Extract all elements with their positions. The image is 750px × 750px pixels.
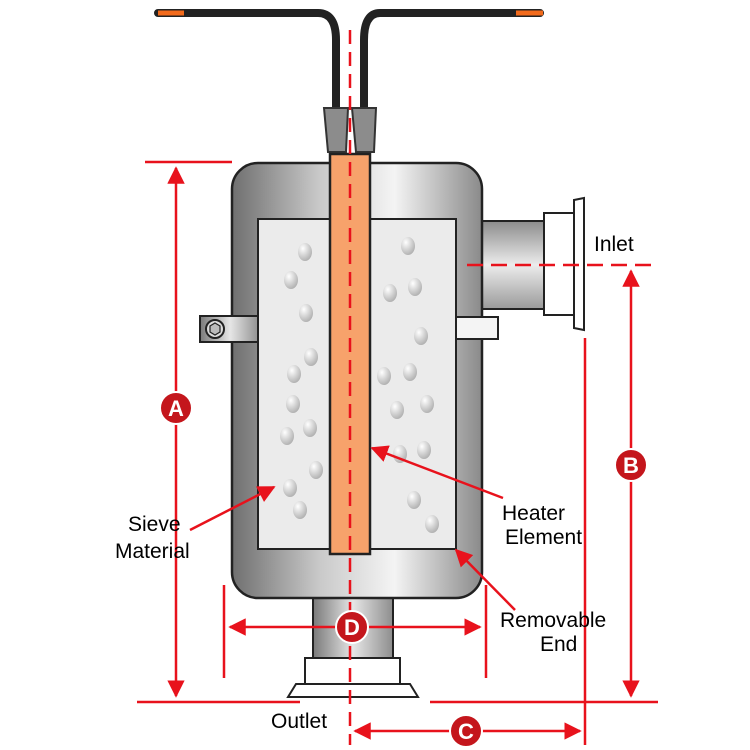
sieve-pellet: [280, 427, 294, 445]
dimension-b: B: [614, 269, 648, 698]
sieve-pellet: [408, 278, 422, 296]
sieve-pellet: [283, 479, 297, 497]
sieve-pellet: [401, 237, 415, 255]
sieve-label-line1: Sieve: [128, 513, 181, 536]
sieve-pellet: [304, 348, 318, 366]
sieve-pellet: [298, 243, 312, 261]
heater-label-line1: Heater: [502, 502, 565, 525]
left-clamp: [199, 315, 261, 343]
removable-label-line2: End: [540, 633, 577, 656]
sieve-pellet: [390, 401, 404, 419]
outlet-label: Outlet: [271, 710, 327, 733]
sieve-pellet: [284, 271, 298, 289]
sieve-pellet: [286, 395, 300, 413]
inlet-label: Inlet: [594, 233, 634, 256]
sieve-pellets: [280, 237, 439, 533]
dimension-a: A: [159, 166, 193, 698]
dimension-b-label: B: [623, 453, 639, 478]
sieve-label-line2: Material: [115, 540, 190, 563]
wire-boot-right: [350, 107, 378, 153]
sieve-pellet: [420, 395, 434, 413]
sieve-pellet: [299, 304, 313, 322]
sieve-pellet: [309, 461, 323, 479]
extension-lines: [137, 160, 658, 745]
sieve-pellet: [377, 367, 391, 385]
wire-boot-left: [322, 107, 350, 153]
dimension-c: C: [353, 714, 582, 748]
heater-label-line2: Element: [505, 526, 582, 549]
callout-arrows: [189, 445, 516, 611]
dimension-c-label: C: [458, 719, 474, 744]
sieve-pellet: [414, 327, 428, 345]
power-wires: [154, 9, 544, 153]
sieve-pellet: [383, 284, 397, 302]
sieve-pellet: [407, 491, 421, 509]
dimension-d: D: [228, 610, 482, 644]
sieve-pellet: [417, 441, 431, 459]
sieve-pellet: [403, 363, 417, 381]
dimension-a-label: A: [168, 396, 184, 421]
sieve-pellet: [425, 515, 439, 533]
sieve-pellet: [293, 501, 307, 519]
removable-label-line1: Removable: [500, 609, 606, 632]
removable-callout-arrow: [454, 548, 516, 611]
right-tab: [455, 316, 499, 340]
sieve-pellet: [303, 419, 317, 437]
sieve-callout-arrow: [189, 485, 276, 532]
dimension-d-label: D: [344, 615, 360, 640]
sieve-pellet: [287, 365, 301, 383]
heater-callout-arrow: [370, 445, 504, 500]
